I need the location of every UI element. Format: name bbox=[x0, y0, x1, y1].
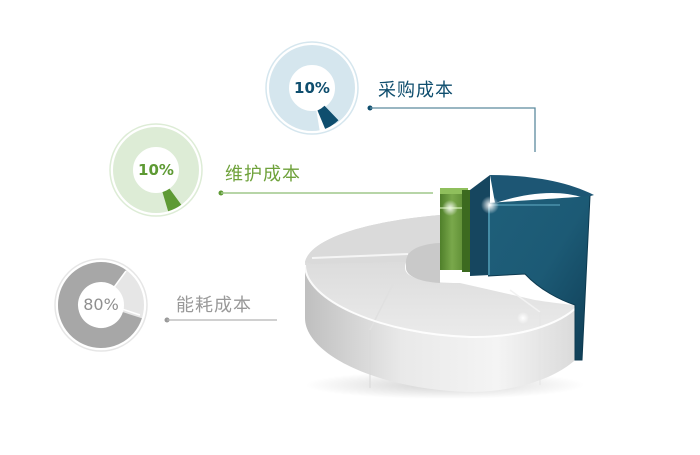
pie-slice-maintenance[interactable] bbox=[440, 188, 470, 272]
ring-gauge-procurement bbox=[265, 41, 359, 135]
pie-slice-procurement[interactable] bbox=[470, 175, 594, 361]
ring-gauge-energy bbox=[54, 258, 148, 352]
category-label-energy: 能耗成本 bbox=[176, 295, 252, 316]
callout-line-maintenance bbox=[218, 190, 433, 196]
category-label-maintenance: 维护成本 bbox=[225, 164, 301, 185]
callout-line-energy bbox=[164, 317, 277, 323]
percent-label-energy: 80% bbox=[83, 295, 119, 314]
percent-label-procurement: 10% bbox=[294, 79, 330, 97]
category-label-procurement: 采购成本 bbox=[378, 80, 454, 101]
percent-label-maintenance: 10% bbox=[138, 161, 174, 179]
pie-slice-energy[interactable] bbox=[304, 215, 580, 392]
ring-gauge-maintenance bbox=[109, 123, 203, 217]
callout-line-procurement bbox=[367, 105, 536, 152]
